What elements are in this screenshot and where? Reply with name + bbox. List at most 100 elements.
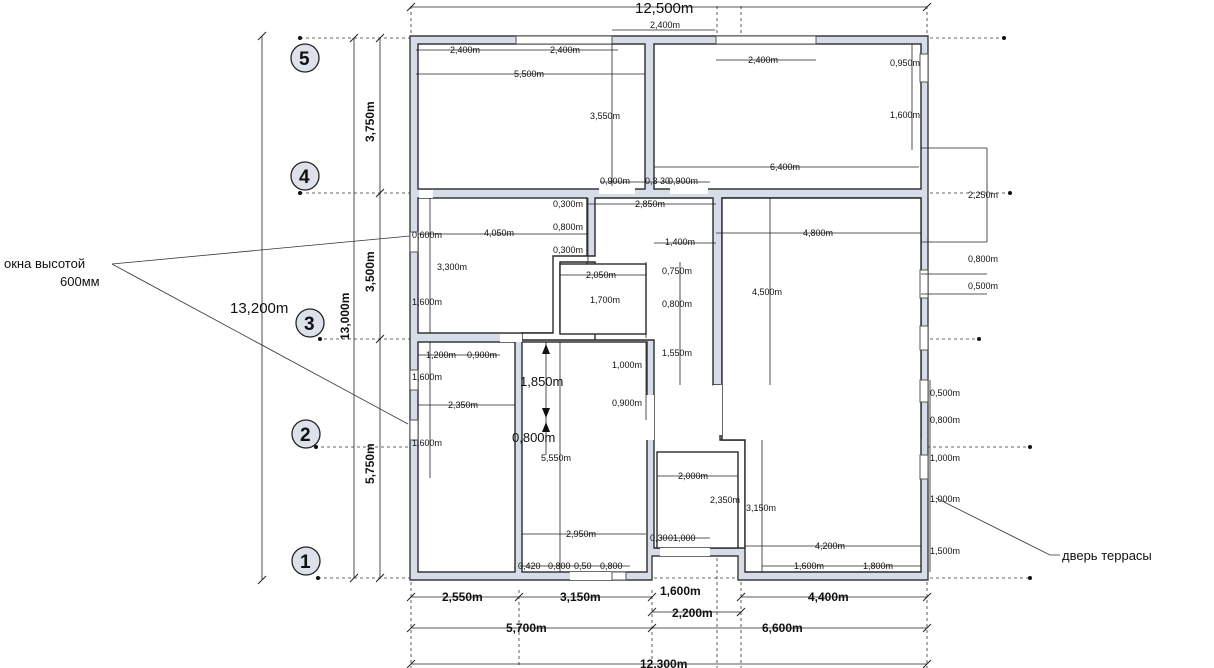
dimension-label: 1,800m [863,561,893,571]
dimension-label: 5 [299,49,310,70]
dimension-label: 0,300m [553,245,583,255]
dimension-label: 2,400m [650,20,680,30]
dimension-label: 1,200m [426,350,456,360]
dim-6600: 6,600m [762,621,803,635]
dimension-label: 4,800m [803,228,833,238]
dimension-label: 3,550m [590,111,620,121]
dimension-label: 0,50 [574,561,592,571]
dimension-label: 2,950m [566,529,596,539]
dimension-label: 1,000m [930,494,960,504]
dimension-label: 2,400m [450,45,480,55]
dimension-label: 0,420 [518,561,541,571]
dim-left-13200: 13,200m [230,300,288,317]
dimension-label: 1,600m [794,561,824,571]
axis-marker-4 [290,161,320,191]
dimension-label: 0,800m [930,415,960,425]
dim-2200: 2,200m [672,606,713,620]
dimension-label: 1,550m [662,348,692,358]
interior-dimension-labels: 2,400m 2,400m 2,400m 5,500m 3,550m 2,400… [412,20,998,571]
interior-dimension-lines [416,29,988,572]
room-bottom-small [656,451,739,549]
dimension-label: 0,500m [968,281,998,291]
dim-5700: 5,700m [506,621,547,635]
dimension-label: 3,300m [437,262,467,272]
dim-seg-3750: 3,750m [363,101,377,142]
dimension-label: 0,800 [600,561,623,571]
windows-note-line1: окна высотой [4,256,85,271]
annotations: окна высотой 600мм дверь террасы [4,235,1152,563]
dim-seg-5750: 5,750m [363,443,377,484]
dimension-label: 2,400m [550,45,580,55]
dimension-label: 2 [300,425,311,446]
dimension-label: 1,600m [412,297,442,307]
dimension-label: 2,350m [448,400,478,410]
dim-seg-3500: 3,500m [363,251,377,292]
dimension-label: 30 [660,176,670,186]
dimension-label: 2,250m [968,190,998,200]
dimension-label: 0,800m [662,299,692,309]
dimension-label: 0,900m [612,398,642,408]
dimension-label: 0,900m [668,176,698,186]
bottom-dimensions: 2,550m 3,150m 1,600m 4,400m 2,200m 5,700… [406,584,932,668]
dimension-label: 5,550m [541,453,571,463]
dimension-label: 2,850m [635,199,665,209]
dimension-label: 2,400m [748,55,778,65]
dimension-label: 0,750m [662,266,692,276]
dimension-label: 4,500m [752,287,782,297]
dimension-label: 1,000m [612,360,642,370]
dimension-label: 0,900m [467,350,497,360]
height-arrows [542,344,550,432]
windows-note-line2: 600мм [60,274,100,289]
dimension-label: 2,350m [710,495,740,505]
dim-2550: 2,550m [442,590,483,604]
dimension-label: 6,400m [770,162,800,172]
dimension-label: 1,000m [930,453,960,463]
axis-marker-3 [295,308,325,338]
dimension-label: 0,800m [553,222,583,232]
dimension-label: 1,500m [930,546,960,556]
overall-dimensions: 12,500m 13,200m 13,000m 3,750m 3,500m 5,… [230,0,932,585]
dimension-label: 1,600m [412,372,442,382]
dim-1600: 1,600m [660,584,701,598]
room-top-left [417,43,646,190]
dimension-label: 1,600m [412,438,442,448]
dimension-label: 0,950m [890,58,920,68]
axis-markers: 1 2 3 4 5 [290,36,1032,580]
axis-marker-2 [291,419,321,449]
room-top-right [653,43,922,190]
dimension-label: 2,050m [586,270,616,280]
dimension-label: 3 [304,314,315,335]
dimension-label: 4,200m [815,541,845,551]
dimension-label: 1 [300,552,311,573]
terrace-door-note: дверь террасы [1062,548,1152,563]
dim-top-12500: 12,500m [635,0,693,17]
dimension-label: 3,150m [746,503,776,513]
dimension-label: 0,800m [512,430,555,445]
bathroom [559,263,647,335]
axis-marker-5 [290,43,320,73]
dimension-label: 4 [299,167,310,188]
dimension-label: 0,800 [548,561,571,571]
dimension-label: 1,600m [890,110,920,120]
dim-12300: 12,300m [640,657,687,668]
dimension-label: 0,30 [650,533,668,543]
dimension-label: 01,000 [668,533,696,543]
dimension-label: 0,900m [600,176,630,186]
dimension-label: 0,300m [553,199,583,209]
dimension-label: 2,000m [678,471,708,481]
dimension-label: 1,700m [590,295,620,305]
dim-3150: 3,150m [560,590,601,604]
dimension-label: 5,500m [514,69,544,79]
dimension-label: 1,400m [665,237,695,247]
dimension-label: 1,850m [520,374,563,389]
dimension-label: 0,800m [968,254,998,264]
room-bottom-right [721,197,922,573]
dimension-label: 0,3 [645,176,658,186]
room-left-bottom [417,341,516,573]
walls [409,35,929,581]
dimension-label: 0,500m [930,388,960,398]
dim-4400: 4,400m [808,590,849,604]
dimension-label: 0,600m [412,230,442,240]
axis-marker-1 [291,546,321,576]
